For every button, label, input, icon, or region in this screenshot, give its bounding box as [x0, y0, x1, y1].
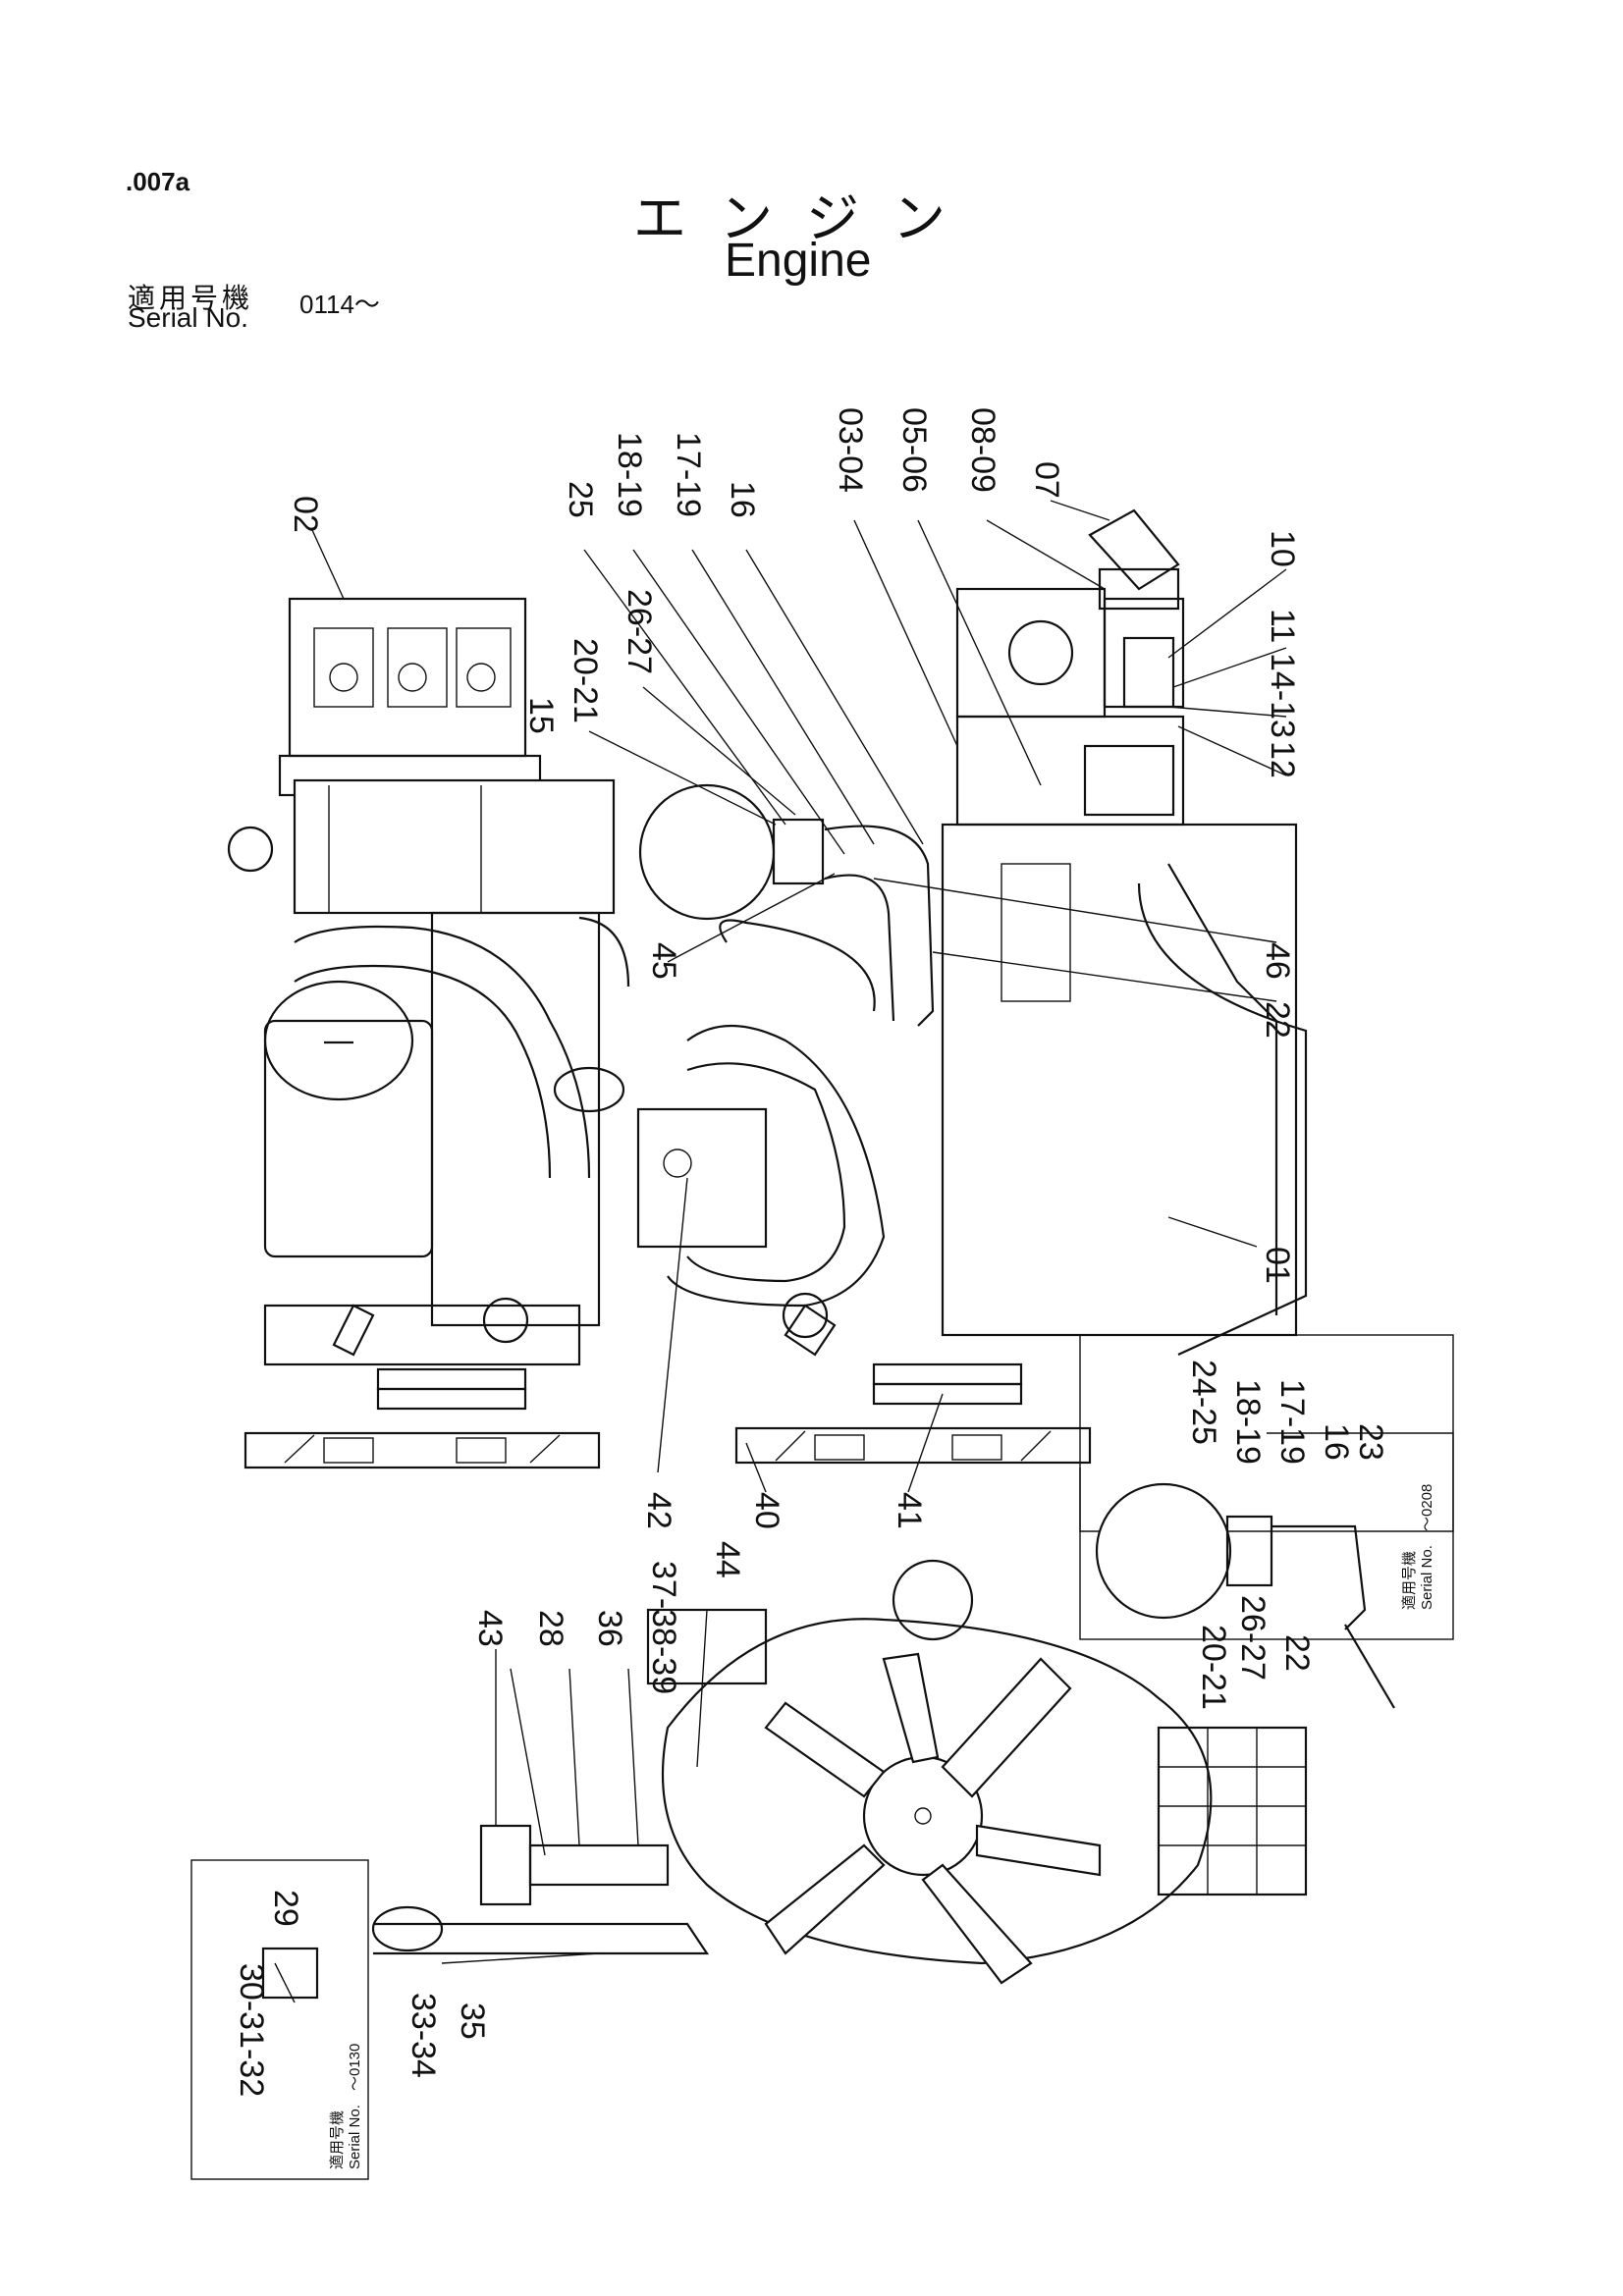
callouts: 02 25 18-19 17-19 16 03-04 05-06 08-09 0…: [233, 407, 1389, 2097]
air-cleaner-circle: [638, 783, 776, 921]
callout-14-13: 14-13: [1264, 653, 1301, 738]
inset2-serial-label-en: Serial No.: [347, 2105, 363, 2169]
page-title-jp: エンジン: [633, 187, 979, 249]
callout-16-inset: 16: [1318, 1423, 1355, 1461]
callout-07: 07: [1028, 461, 1065, 499]
callout-10: 10: [1264, 530, 1301, 567]
callout-46: 46: [1259, 942, 1296, 980]
callout-03-04: 03-04: [832, 407, 869, 493]
air-cleaner-15: [293, 778, 616, 915]
callout-37-38-39: 37-38-39: [645, 1561, 682, 1694]
pump-block: [288, 597, 527, 758]
callout-26-27: 26-27: [621, 589, 658, 674]
gear-pump-07: [1088, 508, 1180, 591]
callout-24-25: 24-25: [1185, 1360, 1222, 1445]
inset2-serial-label: 適用号機: [328, 2110, 346, 2169]
engine-front-view: [371, 1559, 1308, 1985]
fan-blade-left: [243, 1431, 601, 1469]
callout-43: 43: [471, 1610, 509, 1647]
callout-20-21: 20-21: [567, 638, 604, 723]
callout-33-34: 33-34: [405, 1993, 442, 2078]
radiator-guard: [1157, 1726, 1308, 1896]
callout-25: 25: [562, 481, 599, 518]
engine-side-view-left: [227, 597, 630, 1469]
callout-29: 29: [267, 1890, 304, 1927]
callout-15: 15: [522, 697, 560, 734]
callout-08-09: 08-09: [964, 407, 1001, 493]
callout-23: 23: [1352, 1423, 1389, 1461]
callout-16: 16: [724, 481, 761, 518]
callout-18-19: 18-19: [611, 432, 648, 517]
air-cleaner-43: [479, 1824, 532, 1906]
serial-label: Serial No.: [128, 302, 248, 333]
serial-value: 0114～: [299, 290, 380, 319]
callout-17-19-inset: 17-19: [1273, 1379, 1311, 1465]
callout-45: 45: [645, 942, 682, 980]
page-code: .007a: [126, 167, 190, 196]
callout-17-19: 17-19: [670, 432, 707, 517]
inset-lower-left: 適用号機 Serial No. ～0130: [190, 1859, 369, 2180]
engine-top-view-right: [636, 508, 1308, 1465]
callout-44: 44: [709, 1541, 746, 1578]
callout-41: 41: [891, 1492, 928, 1529]
callout-35: 35: [454, 2002, 491, 2040]
page-title: Engine: [725, 235, 872, 287]
callout-28: 28: [532, 1610, 569, 1647]
inset-upper-right: 適用号機 Serial No. ～0208: [1079, 1334, 1454, 1709]
serial-label-jp: 適用号機: [128, 282, 254, 314]
inset2-serial-value: ～0130: [347, 2044, 363, 2091]
callout-12: 12: [1264, 741, 1301, 778]
engine-block: [941, 823, 1298, 1337]
inset-serial-value: ～0208: [1419, 1484, 1435, 1531]
inset-serial-label-en: Serial No.: [1419, 1545, 1435, 1610]
callout-40: 40: [748, 1492, 785, 1529]
callout-42: 42: [640, 1492, 677, 1529]
callout-05-06: 05-06: [895, 407, 933, 493]
muffler: [263, 1019, 434, 1258]
callout-26-27-inset: 26-27: [1234, 1595, 1271, 1681]
inset-serial-label: 適用号機: [1400, 1551, 1418, 1610]
callout-30-31-32: 30-31-32: [233, 1963, 270, 2097]
callout-36: 36: [591, 1610, 628, 1647]
callout-20-21-inset: 20-21: [1195, 1625, 1232, 1710]
callout-02: 02: [287, 496, 324, 533]
callout-22: 22: [1259, 1001, 1296, 1039]
callout-22-inset: 22: [1278, 1634, 1316, 1672]
callout-18-19-inset: 18-19: [1229, 1379, 1267, 1465]
leader-lines: [274, 500, 1287, 2003]
callout-01: 01: [1259, 1247, 1296, 1284]
fan-blade-right: [734, 1426, 1092, 1465]
callout-11: 11: [1264, 609, 1301, 643]
